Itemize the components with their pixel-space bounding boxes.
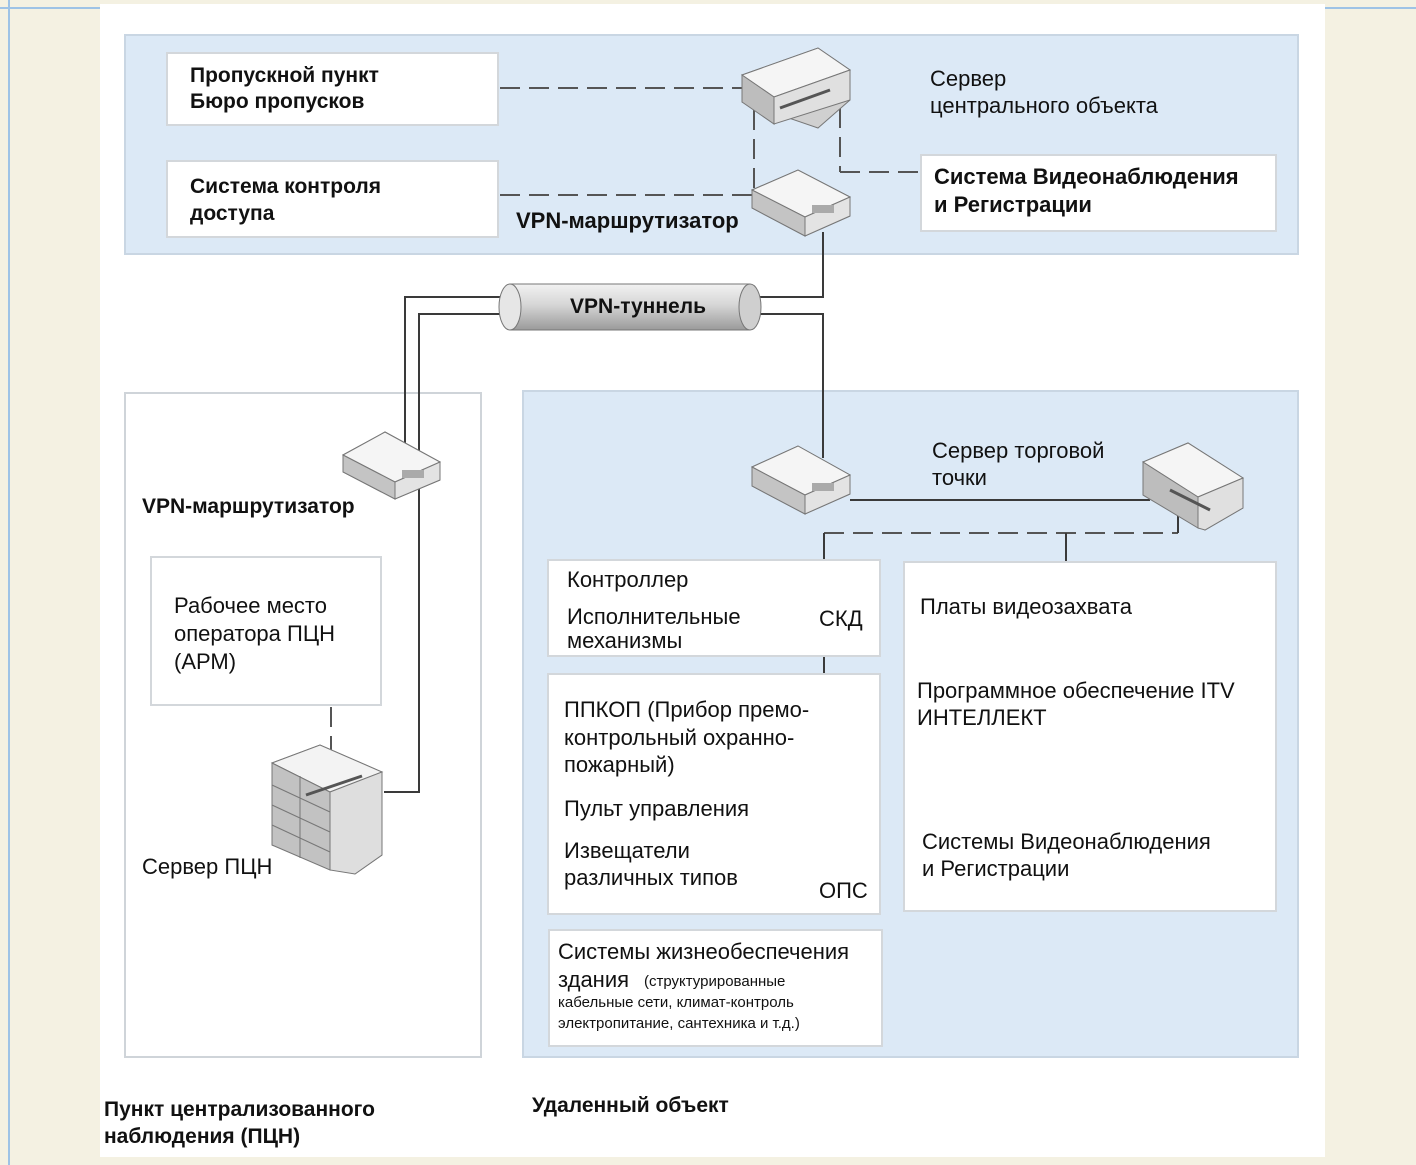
central-video-box: Система Видеонаблюдения и Регистрации	[920, 154, 1277, 232]
link-tunnel-to-pcn-router-a	[404, 296, 513, 447]
control-panel-label: Пульт управления	[564, 796, 750, 821]
checkpoint-box: Пропускной пункт Бюро пропусков	[166, 52, 499, 126]
skd-actuators-label-line1: Исполнительные	[567, 604, 741, 629]
ppkop-label-line2: контрольный охранно-	[564, 725, 795, 750]
skd-box: Контроллер Исполнительные механизмы СКД	[547, 559, 881, 657]
skd-controller-label: Контроллер	[567, 567, 689, 592]
access-control-box: Система контроля доступа	[166, 160, 499, 238]
access-control-label-line1: Система контроля	[190, 175, 381, 198]
solid-connectors	[384, 232, 1179, 793]
ppkop-label-line1: ППКОП (Прибор премо-	[564, 697, 810, 722]
video-systems-label-line1: Системы Видеонаблюдения	[922, 829, 1211, 854]
life-support-note-line3: электропитание, сантехника и т.д.)	[558, 1015, 800, 1032]
detectors-label-line1: Извещатели	[564, 838, 690, 863]
central-video-label-line1: Система Видеонаблюдения	[934, 164, 1239, 189]
remote-server-label-line2: точки	[932, 465, 987, 490]
remote-video-box: Платы видеозахвата Программное обеспечен…	[903, 561, 1277, 912]
pcn-vpn-router-icon	[341, 431, 442, 500]
checkpoint-label-line2: Бюро пропусков	[190, 90, 365, 113]
pcn-caption-line1: Пункт централизованного	[104, 1098, 375, 1121]
software-label-line1: Программное обеспечение ITV	[917, 678, 1235, 703]
central-video-label-line2: и Регистрации	[934, 192, 1092, 217]
dashed-connectors	[330, 87, 1178, 757]
life-support-note-line2: кабельные сети, климат-контроль	[558, 994, 794, 1011]
life-support-title-line2: здания	[558, 967, 630, 992]
link-tunnel-to-pcn-server	[384, 313, 513, 793]
pcn-server-icon	[270, 744, 384, 875]
central-server-icon	[740, 47, 852, 129]
remote-server-icon	[1141, 442, 1245, 531]
workstation-label-line2: оператора ПЦН	[174, 621, 335, 646]
life-support-title-line1: Системы жизнеобеспечения	[558, 939, 850, 964]
software-label-line2: ИНТЕЛЛЕКТ	[917, 705, 1047, 730]
vpn-tunnel-label: VPN-туннель	[570, 295, 706, 318]
access-control-label-line2: доступа	[190, 202, 275, 225]
link-tunnel-to-remote-router	[752, 313, 824, 458]
central-vpn-router-label: VPN-маршрутизатор	[516, 208, 739, 233]
video-systems-label-line2: и Регистрации	[922, 856, 1070, 881]
ops-box: ППКОП (Прибор премо- контрольный охранно…	[547, 673, 881, 915]
ppkop-label-line3: пожарный)	[564, 752, 675, 777]
remote-server-label-line1: Сервер торговой	[932, 438, 1105, 463]
workstation-label-line3: (АРМ)	[174, 649, 237, 674]
skd-actuators-label-line2: механизмы	[567, 628, 683, 653]
skd-tag: СКД	[819, 606, 863, 631]
workstation-box: Рабочее место оператора ПЦН (АРМ)	[150, 556, 382, 706]
central-server-label-line2: центрального объекта	[930, 93, 1158, 118]
remote-caption: Удаленный объект	[532, 1094, 729, 1117]
pcn-vpn-router-label: VPN-маршрутизатор	[142, 495, 355, 518]
vpn-tunnel	[498, 283, 762, 331]
detectors-label-line2: различных типов	[564, 865, 738, 890]
workstation-label-line1: Рабочее место	[174, 593, 328, 618]
pcn-region	[124, 392, 482, 1058]
pcn-caption-line2: наблюдения (ПЦН)	[104, 1125, 301, 1148]
capture-boards-label: Платы видеозахвата	[920, 594, 1133, 619]
life-support-note-line1: (структурированные	[644, 973, 786, 990]
life-support-box: Системы жизнеобеспечения здания (структу…	[548, 929, 883, 1047]
checkpoint-label-line1: Пропускной пункт	[190, 64, 379, 87]
central-server-label-line1: Сервер	[930, 66, 1007, 91]
page-border-left	[8, 0, 10, 1165]
ops-tag: ОПС	[819, 878, 868, 903]
remote-vpn-router-icon	[750, 445, 852, 515]
central-vpn-router-icon	[750, 169, 852, 237]
link-central-router-to-tunnel	[752, 232, 824, 298]
pcn-server-label: Сервер ПЦН	[142, 854, 273, 879]
